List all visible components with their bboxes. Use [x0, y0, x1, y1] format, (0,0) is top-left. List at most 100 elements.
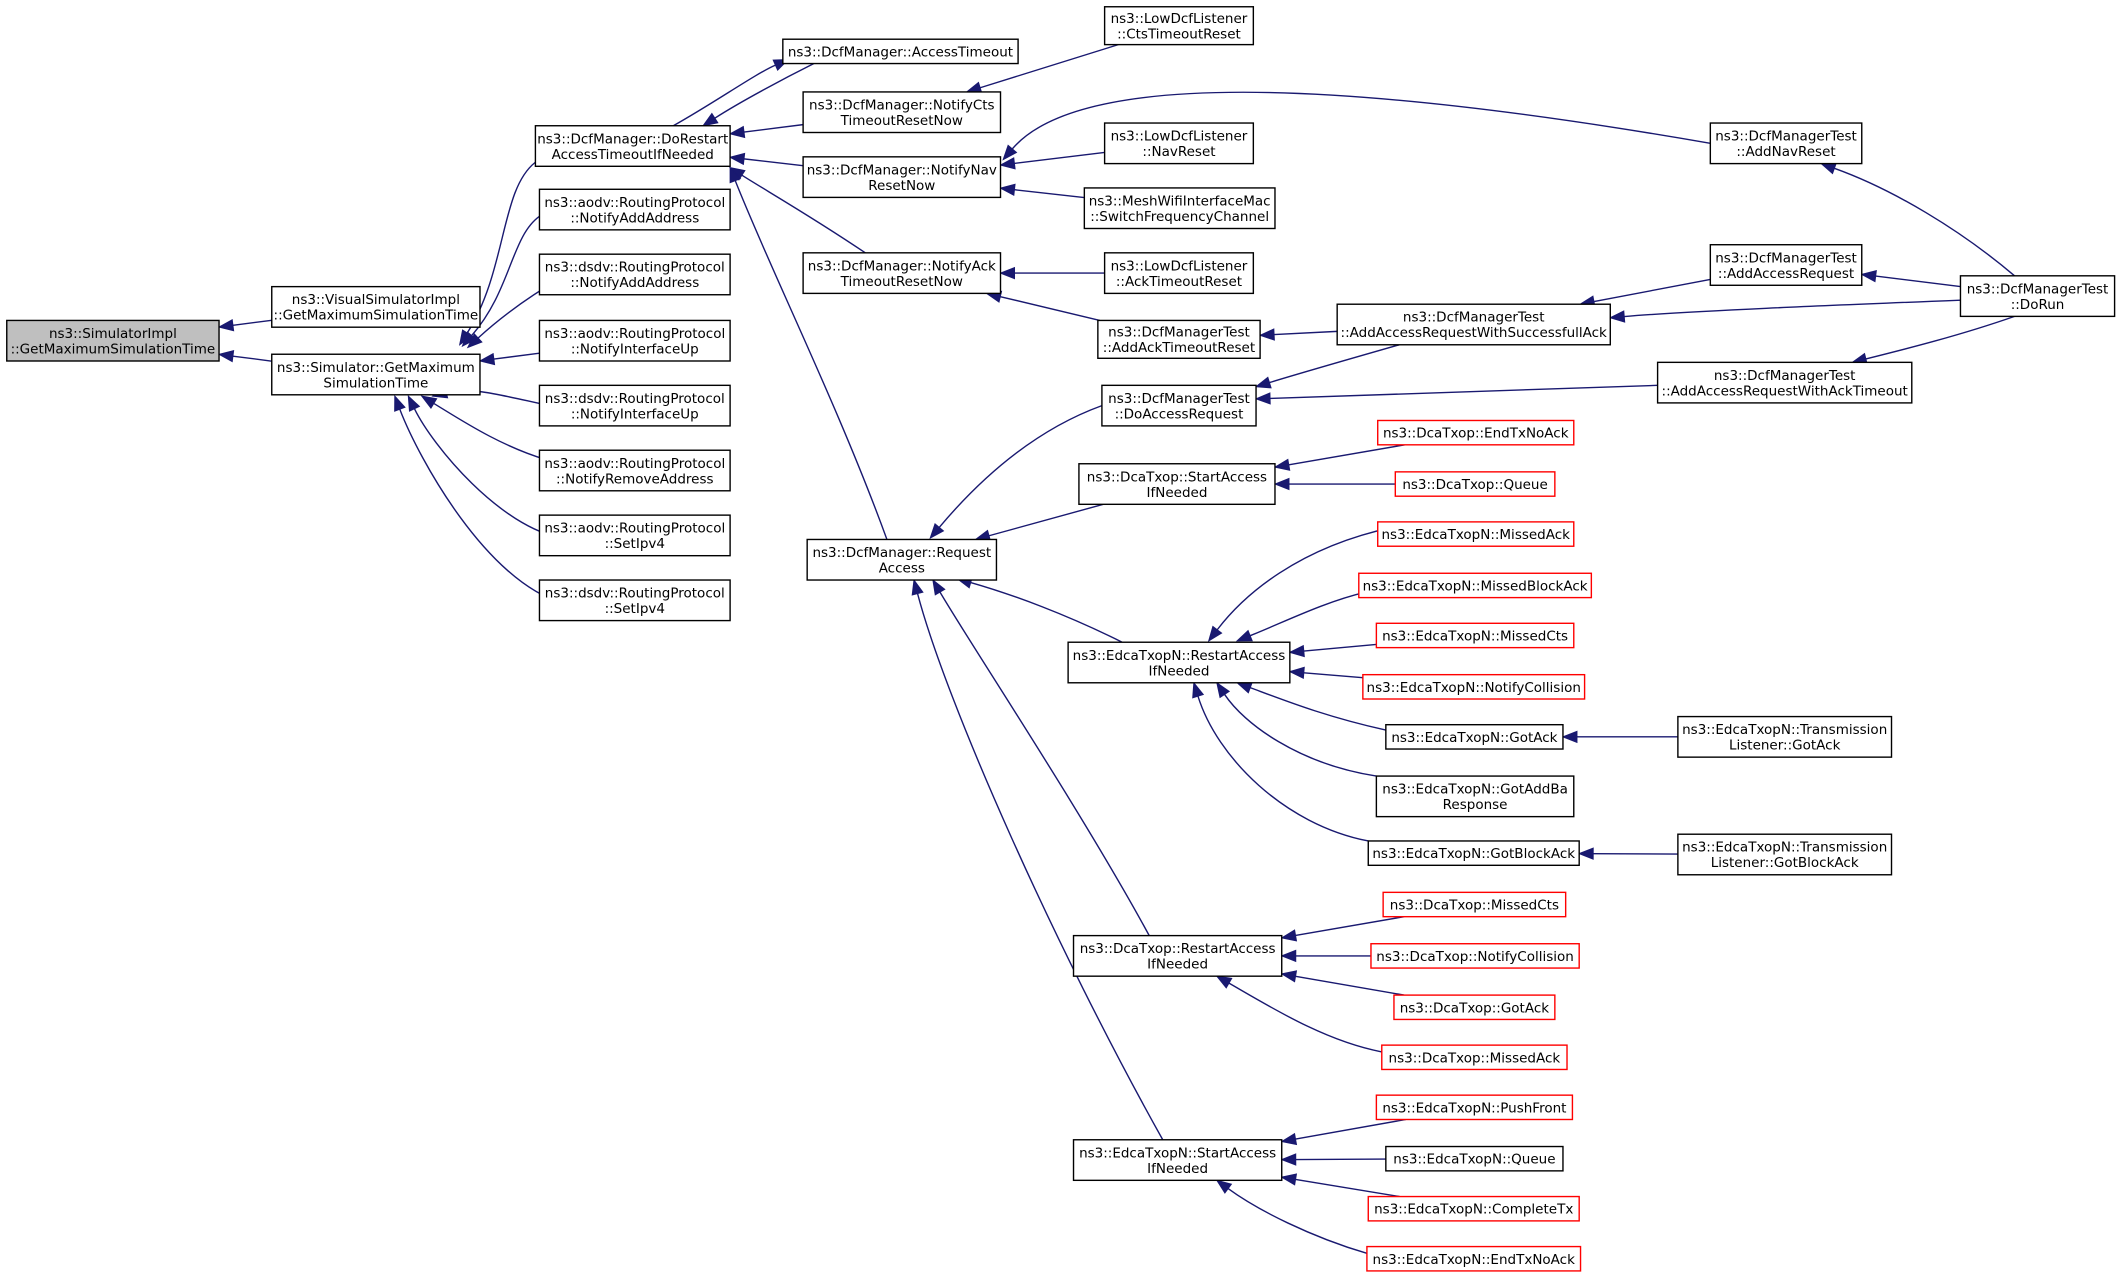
node-box: [1097, 319, 1261, 359]
call-edge-accTimeout-to-restart: [701, 62, 815, 127]
call-edge-dcaStart-to-reqAccess: [974, 503, 1104, 542]
function-node-dcaEndTx[interactable]: ns3::DcaTxop::EndTxNoAck: [1377, 419, 1575, 446]
function-node-edcaQueue[interactable]: ns3::EdcaTxopN::Queue: [1385, 1145, 1564, 1172]
function-node-dcaCollision[interactable]: ns3::DcaTxop::NotifyCollision: [1370, 943, 1580, 969]
call-edge-reqAccess-to-restart: [729, 166, 888, 540]
node-label-line: SimulationTime: [323, 375, 428, 391]
function-node-listenerGotAck[interactable]: ns3::EdcaTxopN::TransmissionListener::Go…: [1677, 715, 1893, 758]
node-label-line: ns3::EdcaTxopN::NotifyCollision: [1367, 680, 1581, 696]
node-box: [1375, 1094, 1574, 1121]
node-box: [1067, 641, 1291, 684]
function-node-dcaMissedAck[interactable]: ns3::DcaTxop::MissedAck: [1381, 1044, 1568, 1071]
call-edge-edcaCollision-to-edcaRestart: [1288, 666, 1363, 680]
function-node-edcaComplete[interactable]: ns3::EdcaTxopN::CompleteTx: [1367, 1195, 1580, 1222]
node-label-line: ns3::DcfManagerTest: [1108, 325, 1250, 341]
node-label-line: ::NavReset: [1142, 144, 1215, 160]
function-node-edcaCollision[interactable]: ns3::EdcaTxopN::NotifyCollision: [1362, 673, 1586, 700]
node-label-line: ns3::VisualSimulatorImpl: [292, 292, 460, 308]
function-node-edcaGotBlock[interactable]: ns3::EdcaTxopN::GotBlockAck: [1367, 840, 1580, 867]
function-node-dcaGotAck[interactable]: ns3::DcaTxop::GotAck: [1393, 994, 1556, 1021]
node-label-line: TimeoutResetNow: [840, 274, 963, 290]
node-label-line: ns3::dsdv::RoutingProtocol: [545, 586, 725, 602]
function-node-edcaPushFront[interactable]: ns3::EdcaTxopN::PushFront: [1375, 1094, 1574, 1121]
function-node-edcaGotAck[interactable]: ns3::EdcaTxopN::GotAck: [1385, 723, 1564, 750]
function-node-testAddSucc[interactable]: ns3::DcfManagerTest::AddAccessRequestWit…: [1336, 303, 1611, 346]
function-node-testAddNav[interactable]: ns3::DcfManagerTest::AddNavReset: [1709, 122, 1863, 165]
node-box: [1101, 384, 1257, 427]
function-node-lowAck[interactable]: ns3::LowDcfListener::AckTimeoutReset: [1103, 252, 1255, 295]
node-box: [1677, 715, 1893, 758]
node-label-line: ns3::aodv::RoutingProtocol: [544, 521, 725, 537]
edge-layer: [217, 43, 2015, 1255]
node-box: [6, 319, 220, 362]
node-box: [1072, 934, 1283, 977]
node-label-line: ::AddAckTimeoutReset: [1103, 340, 1255, 356]
function-node-dsdvIpv4[interactable]: ns3::dsdv::RoutingProtocol::SetIpv4: [538, 579, 731, 622]
function-node-aodvRem[interactable]: ns3::aodv::RoutingProtocol::NotifyRemove…: [538, 449, 731, 492]
function-node-dsdvUp[interactable]: ns3::dsdv::RoutingProtocol::NotifyInterf…: [538, 384, 731, 427]
node-label-line: ns3::EdcaTxopN::GotAck: [1391, 730, 1557, 746]
node-label-line: ns3::dsdv::RoutingProtocol: [545, 391, 725, 407]
call-edge-dsdvIpv4-to-sim: [394, 394, 563, 604]
function-node-notifyAck[interactable]: ns3::DcfManager::NotifyAckTimeoutResetNo…: [802, 252, 1002, 295]
node-box: [1358, 572, 1593, 599]
function-node-lowCts[interactable]: ns3::LowDcfListener::CtsTimeoutReset: [1103, 6, 1255, 46]
node-label-line: ::AckTimeoutReset: [1116, 274, 1242, 290]
function-node-meshSwitch[interactable]: ns3::MeshWifiInterfaceMac::SwitchFrequen…: [1083, 187, 1276, 230]
function-node-edcaMissedBlock[interactable]: ns3::EdcaTxopN::MissedBlockAck: [1358, 572, 1593, 599]
function-node-notifyCts[interactable]: ns3::DcfManager::NotifyCtsTimeoutResetNo…: [802, 91, 1002, 134]
node-label-line: ns3::DcfManagerTest: [1403, 310, 1545, 326]
function-node-listenerGotBlock[interactable]: ns3::EdcaTxopN::TransmissionListener::Go…: [1677, 833, 1893, 876]
function-node-testAckReset[interactable]: ns3::DcfManagerTest::AddAckTimeoutReset: [1097, 319, 1261, 359]
function-node-testAddTimeout[interactable]: ns3::DcfManagerTest::AddAccessRequestWit…: [1656, 361, 1913, 404]
node-box: [1072, 1139, 1283, 1182]
function-node-edcaMissedAck[interactable]: ns3::EdcaTxopN::MissedAck: [1377, 521, 1575, 547]
call-edge-listenerGotBlock-to-edcaGotBlock: [1577, 847, 1678, 860]
function-node-testDoRun[interactable]: ns3::DcfManagerTest::DoRun: [1959, 275, 2116, 318]
call-edge-edcaMissedCts-to-edcaRestart: [1288, 643, 1377, 658]
node-box: [1362, 673, 1586, 700]
node-box: [802, 156, 1002, 199]
call-edge-aodvUp-to-sim: [478, 352, 540, 366]
node-label-line: ns3::DcaTxop::GotAck: [1400, 1000, 1550, 1016]
function-node-lowNav[interactable]: ns3::LowDcfListener::NavReset: [1103, 122, 1255, 165]
function-node-accTimeout[interactable]: ns3::DcfManager::AccessTimeout: [782, 38, 1019, 65]
call-edge-testDoRun-to-testAddTimeout: [1850, 315, 2015, 365]
function-node-edcaMissedCts[interactable]: ns3::EdcaTxopN::MissedCts: [1375, 622, 1575, 649]
function-node-aodvAdd[interactable]: ns3::aodv::RoutingProtocol::NotifyAddAdd…: [538, 188, 731, 231]
function-node-sim[interactable]: ns3::Simulator::GetMaximumSimulationTime: [271, 353, 481, 396]
function-node-testAddAccess[interactable]: ns3::DcfManagerTest::AddAccessRequest: [1709, 244, 1863, 286]
function-node-vis[interactable]: ns3::VisualSimulatorImpl::GetMaximumSimu…: [271, 285, 481, 328]
node-label-line: ns3::EdcaTxopN::CompleteTx: [1374, 1202, 1573, 1218]
node-label-line: ::GetMaximumSimulationTime: [11, 341, 216, 357]
node-label-line: ns3::DcfManagerTest: [1108, 391, 1250, 407]
node-label-line: ns3::DcfManagerTest: [1715, 250, 1857, 266]
node-label-line: ::AddAccessRequest: [1718, 266, 1854, 282]
node-label-line: ns3::DcfManagerTest: [1715, 129, 1857, 145]
call-edge-edcaGotAddBa-to-edcaRestart: [1216, 681, 1377, 777]
call-edge-edcaPushFront-to-edcaStart: [1280, 1118, 1407, 1146]
call-edge-sim-to-root: [217, 350, 272, 363]
function-node-dcaMissedCts[interactable]: ns3::DcaTxop::MissedCts: [1382, 891, 1567, 918]
function-node-dcaQueue[interactable]: ns3::DcaTxop::Queue: [1394, 471, 1556, 497]
function-node-dsdvAdd[interactable]: ns3::dsdv::RoutingProtocol::NotifyAddAdd…: [538, 253, 731, 296]
function-node-restart[interactable]: ns3::DcfManager::DoRestartAccessTimeoutI…: [534, 125, 731, 168]
call-edge-meshSwitch-to-notifyNav: [999, 183, 1085, 199]
node-label-line: ns3::EdcaTxopN::GotAddBa: [1382, 782, 1568, 798]
node-label-line: IfNeeded: [1147, 485, 1208, 501]
node-box: [1078, 463, 1276, 506]
function-node-edcaEndTx[interactable]: ns3::EdcaTxopN::EndTxNoAck: [1366, 1245, 1582, 1272]
node-box: [1366, 1245, 1582, 1272]
node-box: [1677, 833, 1893, 876]
node-box: [538, 384, 731, 427]
function-node-aodvIpv4[interactable]: ns3::aodv::RoutingProtocol::SetIpv4: [538, 514, 731, 557]
function-node-aodvUp[interactable]: ns3::aodv::RoutingProtocol::NotifyInterf…: [538, 319, 731, 362]
function-node-testDoAccess[interactable]: ns3::DcfManagerTest::DoAccessRequest: [1101, 384, 1257, 427]
